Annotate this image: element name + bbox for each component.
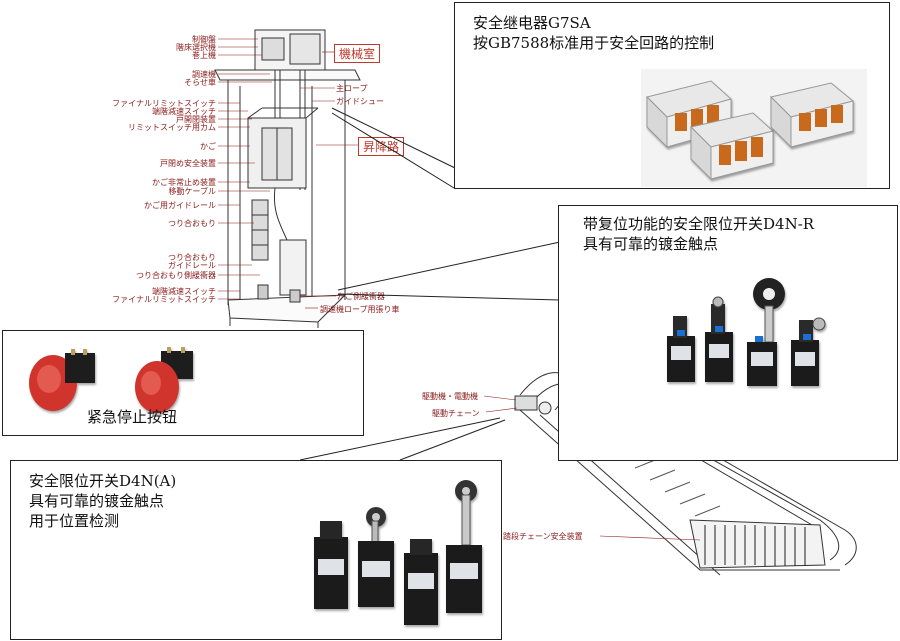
label-governor: 調速機 xyxy=(192,70,216,79)
callout-estop: 紧急停止按钮 xyxy=(2,330,364,436)
d4na-title: 安全限位开关D4N(A) xyxy=(29,472,177,490)
label-governor-tension: 調速機ロープ用張り車 xyxy=(320,305,400,314)
label-guide-shoe: ガイドシュー xyxy=(336,97,384,106)
label-guide-rail: ガイドレール xyxy=(168,261,216,270)
d4nr-desc: 具有可靠的镀金触点 xyxy=(583,235,719,253)
label-main-rope: 主ロープ xyxy=(336,84,368,93)
label-drive-chain: 駆動チェーン xyxy=(432,409,480,418)
section-machine-room: 機械室 xyxy=(334,44,381,63)
label-control-panel: 制御盤 xyxy=(192,35,216,44)
label-final-limit-switch-bottom: ファイナルリミットスイッチ xyxy=(112,295,216,304)
d4na-desc-2: 用于位置检测 xyxy=(29,512,120,530)
label-cw-buffer: つり合おもり側緩衝器 xyxy=(136,271,216,280)
relay-title: 安全继电器G7SA xyxy=(473,14,591,32)
label-car-buffer: かご側緩衝器 xyxy=(337,292,385,301)
label-hoist-machine: 巻上機 xyxy=(192,51,216,60)
label-door-operator: 戸開閉装置 xyxy=(176,115,216,124)
label-floor-selector: 階床選択機 xyxy=(176,43,216,52)
label-safety-gear: かご非常止め装置 xyxy=(152,178,216,187)
label-step-chain-safety: 踏段チェーン安全装置 xyxy=(503,532,583,541)
label-terminal-slowdown-top: 端階減速スイッチ xyxy=(152,107,216,116)
label-drive-motor: 駆動機・電動機 xyxy=(422,392,478,401)
label-final-limit-switch-top: ファイナルリミットスイッチ xyxy=(112,99,216,108)
section-hoistway: 昇降路 xyxy=(358,137,405,156)
callout-d4na: 安全限位开关D4N(A) 具有可靠的镀金触点 用于位置检测 xyxy=(10,460,502,640)
callout-d4nr: 带复位功能的安全限位开关D4N-R 具有可靠的镀金触点 xyxy=(558,205,898,461)
estop-product-image xyxy=(29,347,193,413)
relay-desc: 按GB7588标准用于安全回路的控制 xyxy=(473,34,715,52)
callout-relay: 安全继电器G7SA 按GB7588标准用于安全回路的控制 xyxy=(454,2,890,189)
label-limit-cam: リミットスイッチ用カム xyxy=(128,123,216,132)
relay-product-image xyxy=(641,69,867,187)
label-terminal-slowdown-bottom: 端階減速スイッチ xyxy=(152,287,216,296)
label-deflector-sheave: そらせ車 xyxy=(184,78,216,87)
label-door-safety: 戸閉め安全装置 xyxy=(160,159,216,168)
d4nr-product-image xyxy=(667,278,826,386)
estop-caption: 紧急停止按钮 xyxy=(87,408,178,426)
d4nr-title: 带复位功能的安全限位开关D4N-R xyxy=(583,215,815,233)
label-travelling-cable: 移動ケーブル xyxy=(168,187,216,196)
label-car: かご xyxy=(200,142,216,151)
label-counterweight: つり合おもり xyxy=(168,219,216,228)
label-counterweight-2: つり合おもり xyxy=(168,253,216,262)
d4na-desc-1: 具有可靠的镀金触点 xyxy=(29,492,165,510)
d4na-product-image xyxy=(314,480,482,625)
label-car-guide-rail: かご用ガイドレール xyxy=(144,201,216,210)
